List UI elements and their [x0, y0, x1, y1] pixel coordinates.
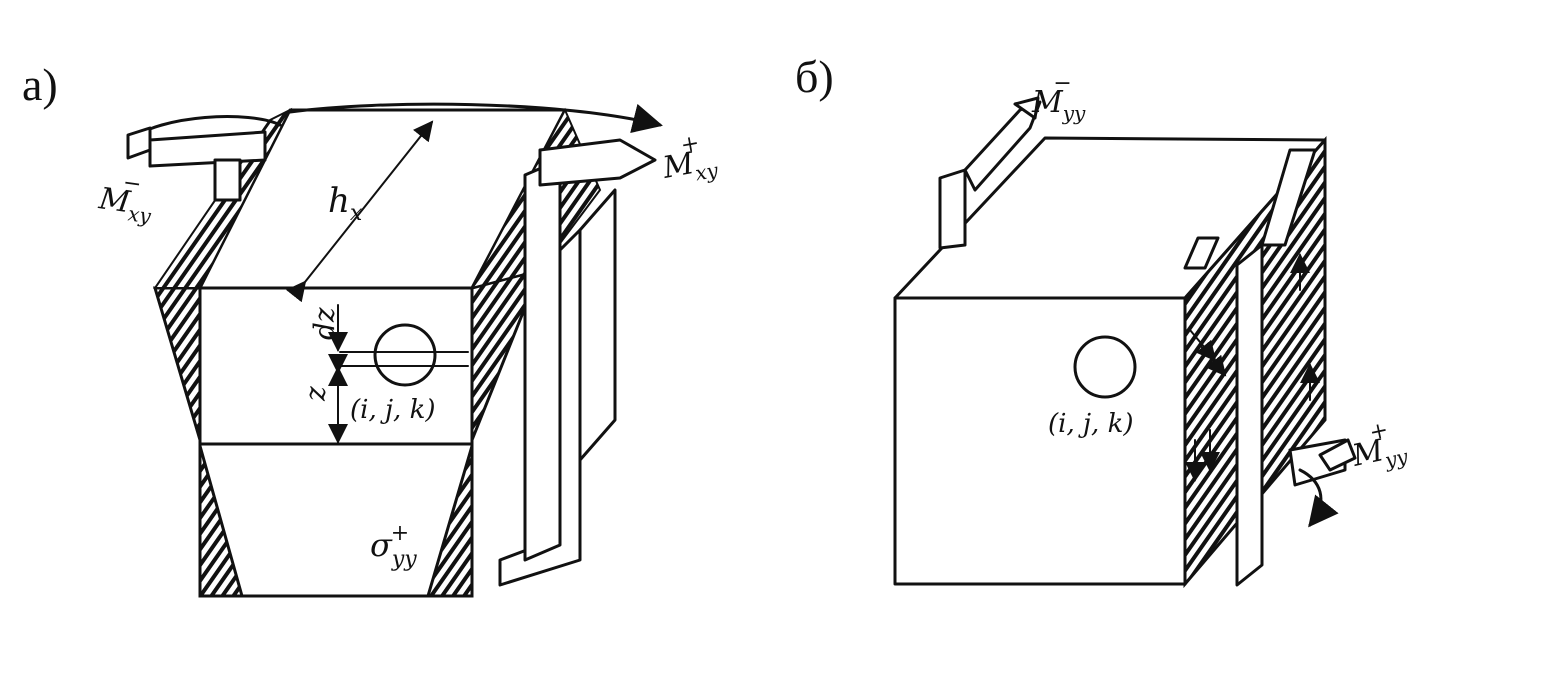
moment-pos-label-a: Mxy+: [657, 128, 721, 191]
dz-label: dz: [308, 307, 341, 340]
stress-triangle-right-lower: [425, 445, 474, 598]
moment-neg-band-a: [148, 130, 267, 168]
moment-pos-band-a: [538, 138, 657, 187]
moment-neg-arrowhead-a: [126, 126, 152, 160]
index-label-a: (i, j, k): [350, 395, 435, 425]
stress-triangle-left-upper: [152, 286, 202, 441]
block-front-lower: [198, 442, 474, 598]
panel-b-label: б): [795, 51, 834, 102]
moment-neg-label-b: Myy−: [1031, 71, 1086, 125]
moment-pos-arc-a: [288, 102, 663, 134]
stress-label: σyy+: [370, 521, 417, 572]
element-circle-b: [1073, 335, 1137, 399]
panel-b: б) Myy− Myy+ (i, j, k): [795, 51, 1411, 589]
side-panel-inner: [578, 188, 617, 462]
moment-pos-arc-b: [1298, 468, 1339, 528]
shear-arrow-2: [1199, 344, 1227, 377]
moment-neg-stem-a: [213, 158, 242, 202]
moment-neg-label-a: Mxy−: [95, 167, 157, 228]
slab-block-b: [1183, 236, 1220, 270]
moment-neg-arrowhead-b: [1013, 96, 1040, 120]
z-label: z: [299, 386, 332, 402]
thickness-dimension-arrow: [285, 120, 434, 303]
panel-a: а) hx dz: [22, 59, 721, 598]
moment-pos-label-b: Myy+: [1345, 415, 1410, 479]
panel-a-label: а): [22, 59, 58, 110]
vertical-slab-b-top: [1260, 148, 1317, 247]
moment-neg-stem-b: [938, 168, 967, 250]
index-label-b: (i, j, k): [1048, 409, 1133, 439]
moment-pos-arrowhead-b: [1318, 438, 1357, 472]
thickness-label: hx: [328, 181, 363, 226]
element-circle-a: [373, 323, 437, 387]
vertical-slab-b: [1235, 243, 1264, 587]
block-b-front-face: [893, 296, 1187, 586]
stress-triangle-left-lower: [198, 445, 244, 598]
side-panel-mid: [523, 158, 562, 562]
